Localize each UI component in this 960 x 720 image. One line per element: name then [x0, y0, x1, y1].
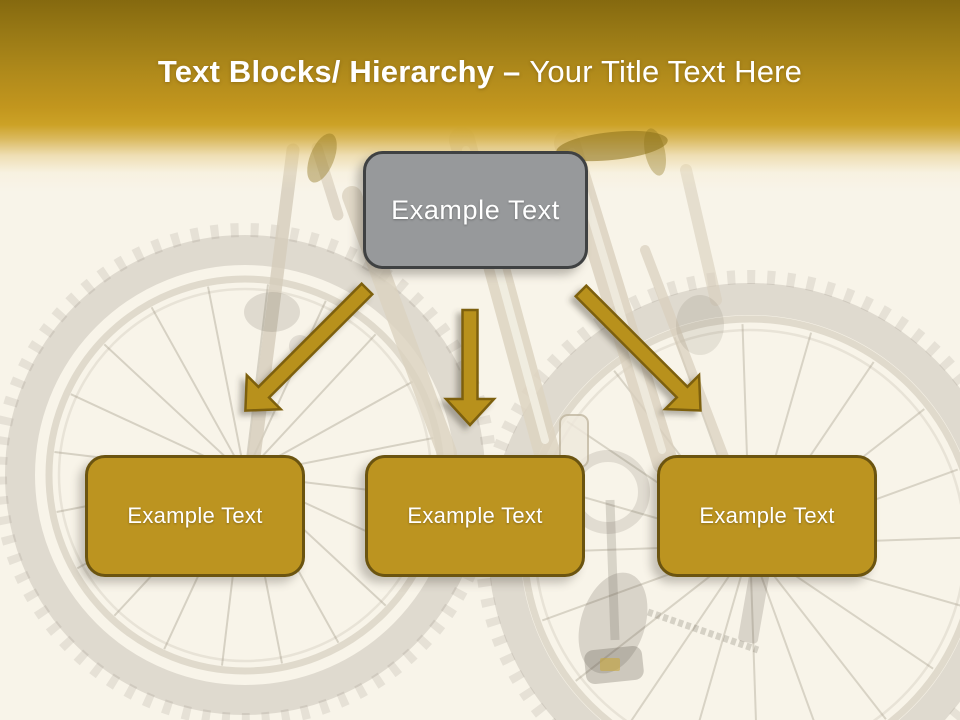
banner-bicycle-silhouette [307, 128, 668, 183]
slide-title-emphasis: Text Blocks/ Hierarchy [157, 54, 495, 89]
child-box-2-label: Example Text [407, 503, 543, 528]
hierarchy-child-box-3: Example Text [657, 455, 877, 577]
slide-title-regular: Your Title Text Here [529, 54, 803, 89]
title-banner: Text Blocks/ Hierarchy – Your Title Text… [0, 0, 960, 192]
hierarchy-child-box-1: Example Text [85, 455, 305, 577]
root-box-label: Example Text [391, 194, 560, 225]
slide-title-separator: – [494, 54, 530, 89]
slide-title: Text Blocks/ Hierarchy – Your Title Text… [0, 52, 960, 92]
hierarchy-child-box-2: Example Text [365, 455, 585, 577]
child-box-3-label: Example Text [699, 503, 835, 528]
hierarchy-root-box: Example Text [363, 151, 588, 269]
child-box-1-label: Example Text [127, 503, 263, 528]
